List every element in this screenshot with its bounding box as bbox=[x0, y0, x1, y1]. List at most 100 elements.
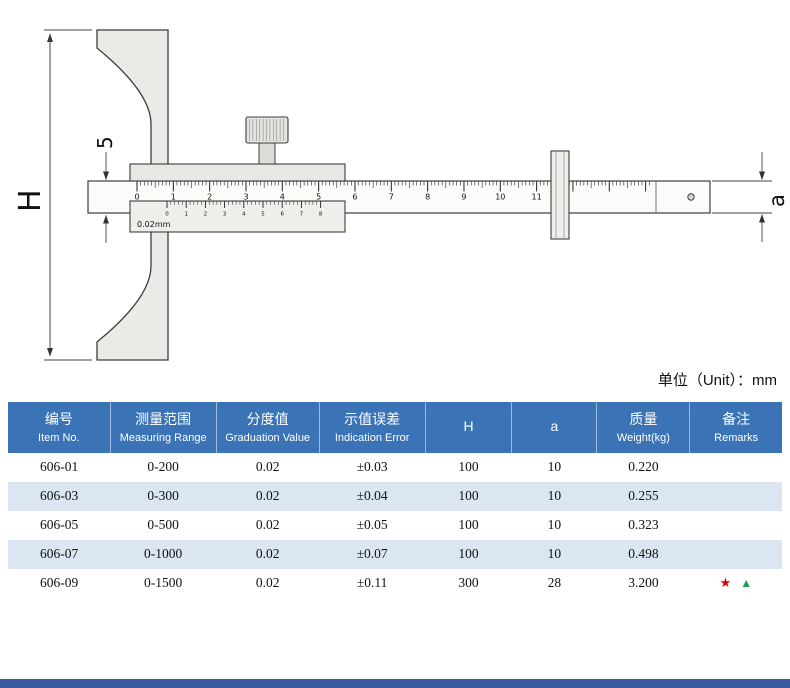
cell-a: 28 bbox=[547, 575, 562, 591]
table-row: 606-05 0-500 0.02 ±0.05 100 10 0.323 bbox=[8, 511, 782, 540]
dim-label-5: 5 bbox=[93, 136, 117, 149]
cell-item-no: 606-03 bbox=[8, 481, 111, 511]
col-label-en: Remarks bbox=[714, 431, 759, 444]
cell-weight: 0.255 bbox=[596, 481, 690, 511]
svg-text:2: 2 bbox=[207, 193, 212, 202]
cell-measuring-range: 0-300 bbox=[110, 481, 217, 511]
svg-text:8: 8 bbox=[425, 193, 430, 202]
cell-indication-error: ±0.05 bbox=[356, 517, 388, 533]
cell-remarks bbox=[689, 481, 782, 511]
cell-item-no: 606-01 bbox=[39, 459, 79, 475]
cell-a: 10 bbox=[511, 539, 597, 569]
triangle-marker: ▲ bbox=[740, 576, 753, 591]
cell-weight: 3.200 bbox=[628, 575, 659, 591]
cell-measuring-range: 0-1500 bbox=[144, 575, 183, 591]
cell-item-no: 606-09 bbox=[39, 575, 79, 591]
svg-text:0: 0 bbox=[134, 193, 139, 202]
col-label-zh: 备注 bbox=[722, 411, 751, 427]
table-header-row: 编号 Item No. 测量范围 Measuring Range 分度值 Gra… bbox=[8, 402, 782, 453]
table-row: 606-09 0-1500 0.02 ±0.11 300 28 3.200 ★▲ bbox=[8, 569, 782, 598]
cell-graduation-value: 0.02 bbox=[255, 517, 280, 533]
cell-measuring-range: 0-500 bbox=[147, 517, 179, 533]
vernier-slider bbox=[129, 200, 346, 233]
dim-label-a: a bbox=[765, 194, 789, 207]
cell-graduation-value: 0.02 bbox=[216, 481, 320, 511]
col-label-zh: 编号 bbox=[44, 411, 73, 427]
cell-graduation-value: 0.02 bbox=[255, 575, 280, 591]
cell-weight: 0.220 bbox=[628, 459, 659, 475]
cell-a: 10 bbox=[511, 481, 597, 511]
table-row: 606-07 0-1000 0.02 ±0.07 100 10 0.498 bbox=[8, 539, 782, 569]
col-label-en: Graduation Value bbox=[225, 431, 311, 444]
cell-measuring-range: 0-200 bbox=[147, 459, 179, 475]
col-measuring-range: 测量范围 Measuring Range bbox=[110, 402, 217, 453]
svg-text:3: 3 bbox=[223, 212, 227, 218]
col-label-zh: 质量 bbox=[629, 411, 658, 427]
bottom-accent-bar bbox=[0, 679, 790, 688]
col-weight: 质量 Weight(kg) bbox=[596, 402, 691, 453]
hanging-hole bbox=[687, 193, 695, 201]
cell-h: 300 bbox=[458, 575, 479, 591]
thumb-screw bbox=[245, 116, 289, 165]
col-label-en: Item No. bbox=[38, 431, 80, 444]
unit-note: 单位（Unit）：mm bbox=[657, 372, 777, 389]
svg-text:6: 6 bbox=[280, 212, 284, 218]
col-remarks: 备注 Remarks bbox=[689, 402, 782, 453]
col-item-no: 编号 Item No. bbox=[8, 402, 111, 453]
table-row: 606-03 0-300 0.02 ±0.04 100 10 0.255 bbox=[8, 481, 782, 511]
svg-text:7: 7 bbox=[300, 212, 304, 218]
svg-text:1: 1 bbox=[171, 193, 176, 202]
cell-remarks: ★▲ bbox=[690, 569, 782, 598]
svg-text:10: 10 bbox=[495, 193, 505, 202]
cell-indication-error: ±0.07 bbox=[319, 539, 426, 569]
cell-graduation-value: 0.02 bbox=[255, 459, 280, 475]
cell-weight: 0.323 bbox=[628, 517, 659, 533]
col-h: H bbox=[425, 402, 513, 453]
svg-text:1: 1 bbox=[184, 212, 188, 218]
svg-text:7: 7 bbox=[389, 193, 394, 202]
cell-h: 100 bbox=[425, 481, 512, 511]
col-label-zh: 示值误差 bbox=[344, 411, 401, 427]
spec-table: 编号 Item No. 测量范围 Measuring Range 分度值 Gra… bbox=[8, 402, 782, 598]
svg-text:2: 2 bbox=[204, 212, 208, 218]
svg-text:3: 3 bbox=[243, 193, 248, 202]
dim-label-H: H bbox=[13, 189, 48, 212]
cell-weight: 0.498 bbox=[596, 539, 690, 569]
svg-text:5: 5 bbox=[261, 212, 265, 218]
col-label-zh: 分度值 bbox=[246, 411, 289, 427]
col-graduation-value: 分度值 Graduation Value bbox=[216, 402, 320, 453]
cell-h: 100 bbox=[458, 517, 479, 533]
slider-upper-frame bbox=[129, 163, 346, 182]
svg-text:11: 11 bbox=[532, 193, 542, 202]
cell-a: 10 bbox=[547, 517, 562, 533]
svg-text:4: 4 bbox=[242, 212, 246, 218]
cell-indication-error: ±0.03 bbox=[356, 459, 388, 475]
cell-h: 100 bbox=[425, 539, 512, 569]
col-label-zh: H bbox=[463, 418, 474, 435]
cell-indication-error: ±0.11 bbox=[356, 575, 388, 591]
svg-text:9: 9 bbox=[461, 193, 466, 202]
cell-remarks bbox=[689, 539, 782, 569]
cell-h: 100 bbox=[458, 459, 479, 475]
depth-base bbox=[96, 29, 169, 361]
cell-remarks bbox=[690, 511, 782, 540]
col-label-zh: 测量范围 bbox=[135, 411, 192, 427]
svg-text:6: 6 bbox=[352, 193, 357, 202]
col-a: a bbox=[511, 402, 598, 453]
cell-item-no: 606-07 bbox=[8, 539, 111, 569]
cell-remarks bbox=[690, 453, 782, 482]
depth-stop-clamp bbox=[550, 150, 570, 240]
dimension-a bbox=[712, 152, 772, 242]
knurl-texture bbox=[249, 119, 284, 141]
col-label-en: Weight(kg) bbox=[616, 431, 670, 444]
dimension-H bbox=[44, 29, 92, 361]
cell-a: 10 bbox=[547, 459, 562, 475]
vernier-value-label: 0.02mm bbox=[137, 220, 171, 229]
col-label-en: Measuring Range bbox=[119, 431, 207, 444]
svg-text:0: 0 bbox=[165, 212, 169, 218]
cell-graduation-value: 0.02 bbox=[216, 539, 320, 569]
cell-measuring-range: 0-1000 bbox=[110, 539, 217, 569]
